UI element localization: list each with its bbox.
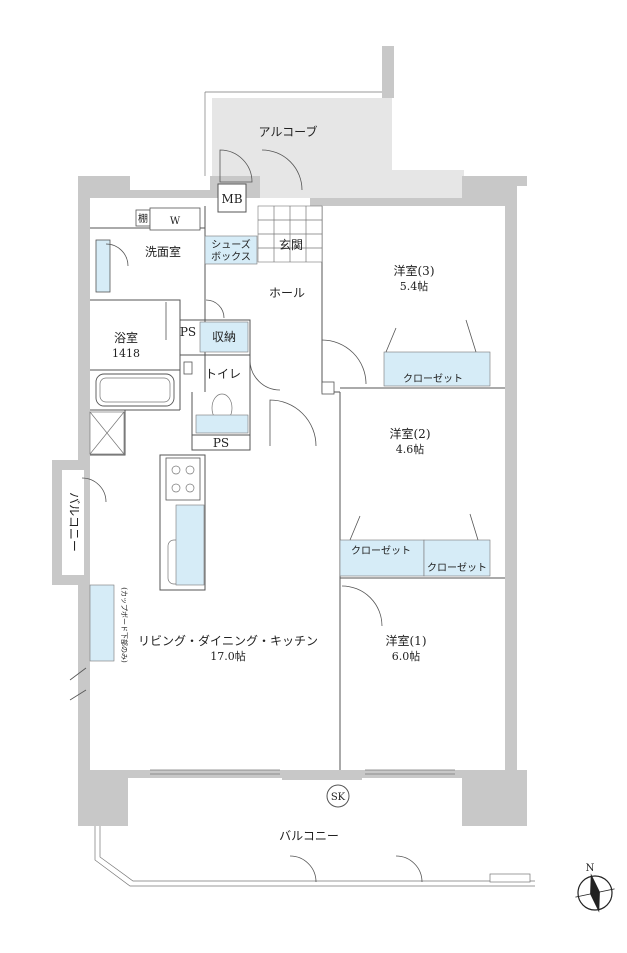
label-balcony-side: バルコニー <box>67 492 81 552</box>
label-room1: 洋室(1) <box>386 633 427 648</box>
label-sk: SK <box>331 792 346 803</box>
label-closet2b: クローゼット <box>427 562 487 574</box>
label-balcony-main: バルコニー <box>279 829 339 843</box>
label-storage: 収納 <box>212 330 236 344</box>
label-ps-upper: PS <box>180 325 196 339</box>
outer-walls <box>52 176 527 826</box>
label-bath: 浴室 <box>114 330 138 345</box>
interior-walls <box>89 183 505 770</box>
label-shelf: 棚 <box>138 212 148 225</box>
label-mb: MB <box>221 192 242 206</box>
storage-box <box>199 321 249 353</box>
balcony-railing <box>94 826 535 887</box>
label-room3: 洋室(3) <box>394 263 435 278</box>
label-room2-area: 4.6帖 <box>396 443 425 456</box>
label-ldk: リビング・ダイニング・キッチン <box>138 633 318 648</box>
label-room1-area: 6.0帖 <box>392 650 421 663</box>
label-washer: W <box>170 216 181 227</box>
closets <box>199 235 491 577</box>
doors <box>69 149 479 883</box>
label-room2: 洋室(2) <box>390 426 431 441</box>
windows <box>150 769 455 775</box>
compass-icon: N <box>575 863 615 913</box>
label-alcove: アルコーブ <box>259 124 318 139</box>
label-closet2a: クローゼット <box>351 545 411 557</box>
label-entrance: 玄関 <box>279 237 303 252</box>
label-ps-lower: PS <box>213 436 229 450</box>
label-bath-size: 1418 <box>112 347 140 360</box>
label-shoebox-1: シューズ <box>211 238 251 251</box>
label-hall: ホール <box>269 286 305 300</box>
label-cupboard-note: (カップボード下部のみ) <box>120 587 129 663</box>
label-toilet: トイレ <box>205 367 241 381</box>
alcove-area <box>204 46 464 198</box>
label-room3-area: 5.4帖 <box>400 280 429 293</box>
closet-room3 <box>383 351 491 387</box>
compass-north: N <box>586 863 595 874</box>
label-shoebox-2: ボックス <box>211 251 251 263</box>
room-labels: アルコーブ MB 棚 W 洗面室 シューズ ボックス 玄関 ホール PS 収納 … <box>67 124 487 843</box>
closet-room2a <box>339 539 425 577</box>
label-ldk-area: 17.0帖 <box>210 650 246 663</box>
label-washroom: 洗面室 <box>145 244 181 259</box>
closet-room2b <box>423 539 491 577</box>
shoebox <box>204 235 258 265</box>
label-closet3: クローゼット <box>403 373 463 385</box>
